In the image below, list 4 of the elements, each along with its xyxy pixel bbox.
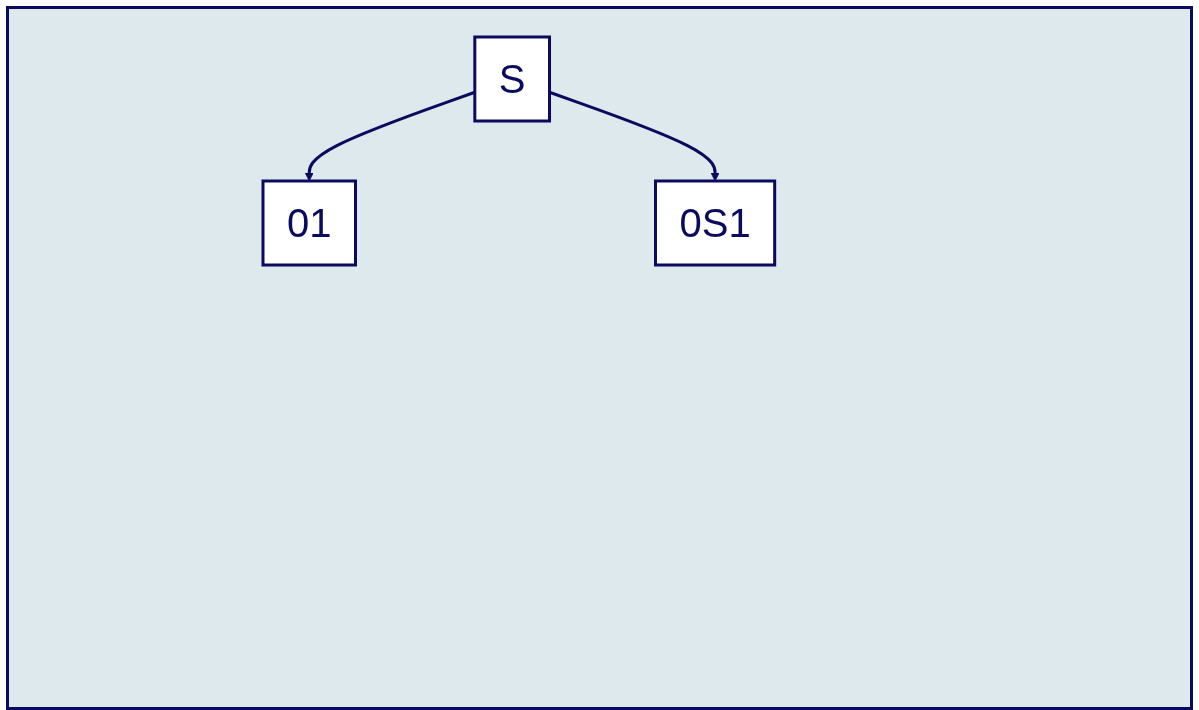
- arrow: [549, 90, 720, 182]
- node-box: S: [473, 35, 552, 123]
- node-box: 01: [261, 179, 358, 267]
- node-box: 0S1: [654, 179, 777, 267]
